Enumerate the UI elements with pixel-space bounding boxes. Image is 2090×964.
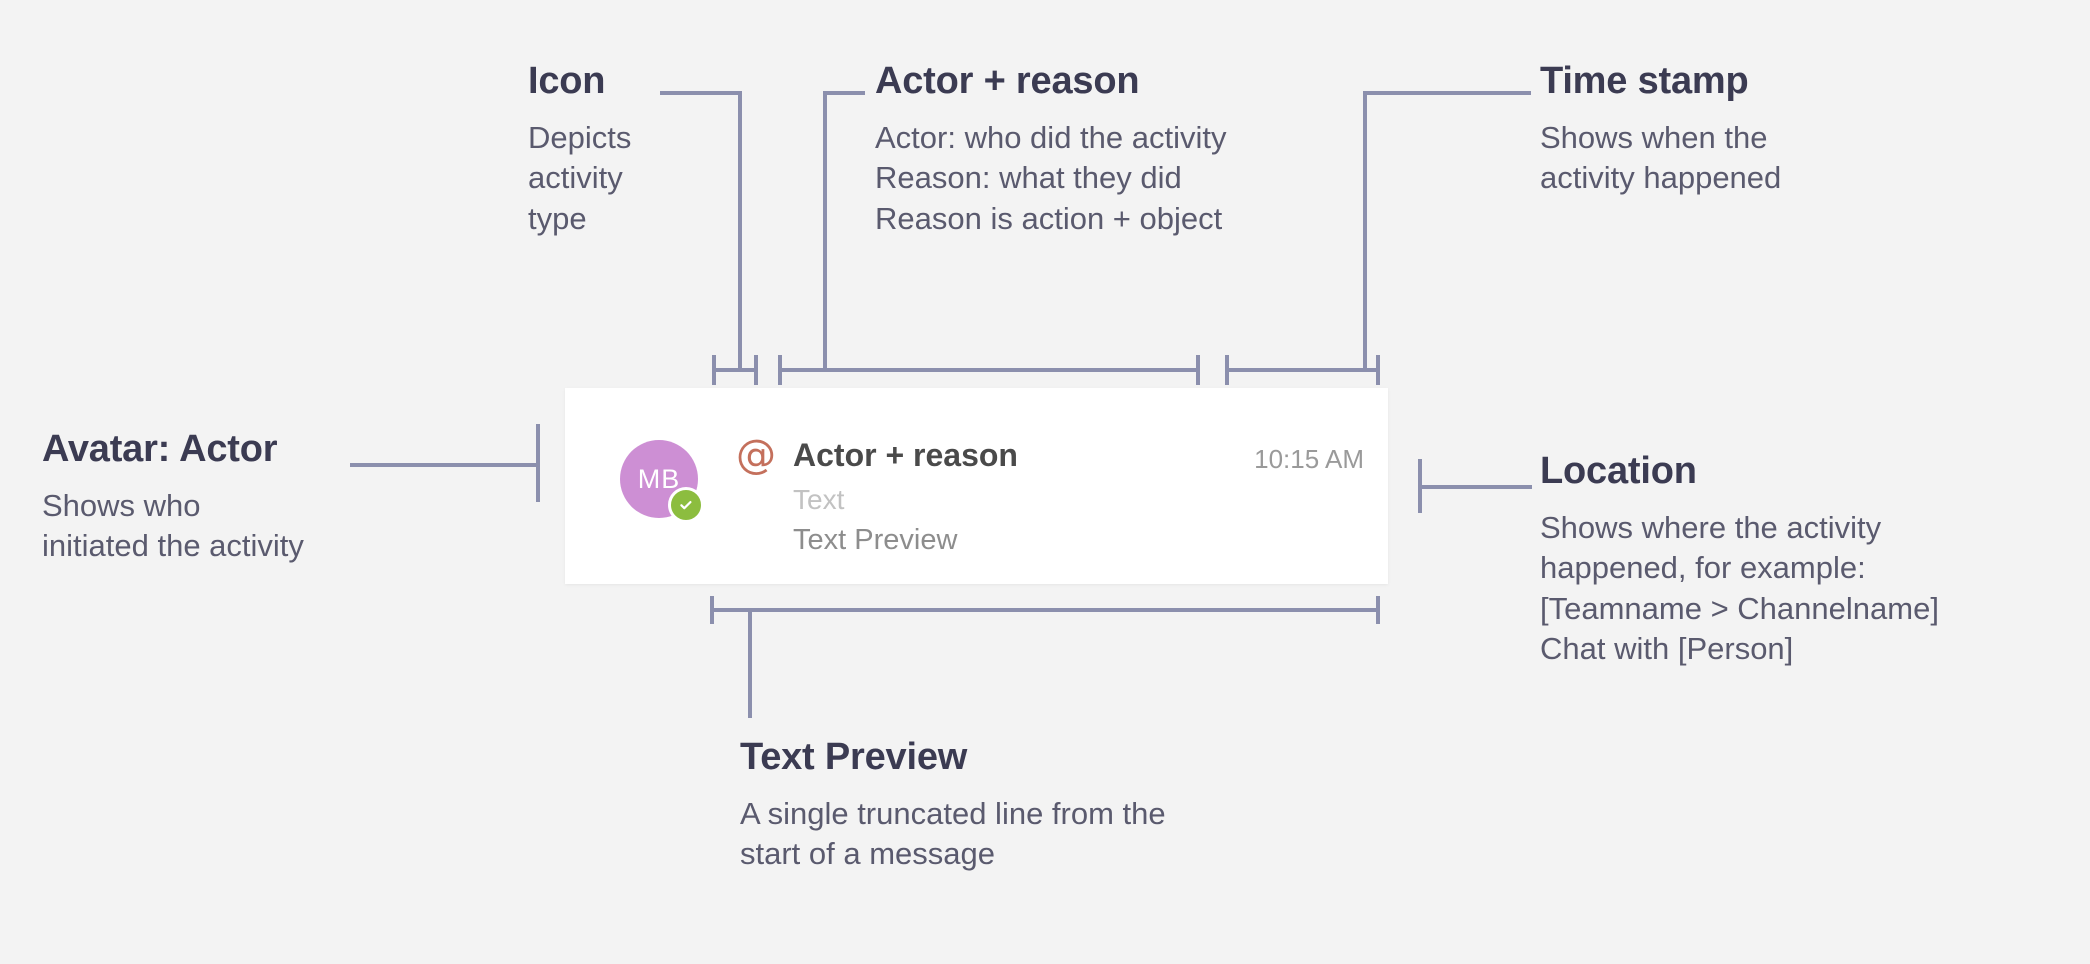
measure-cap-text-preview-right xyxy=(1376,596,1380,624)
annotation-actor-reason-heading: Actor + reason xyxy=(875,60,1140,102)
annotation-time-stamp-body-line: activity happened xyxy=(1540,160,1782,196)
annotation-icon-body-line: Depicts xyxy=(528,120,632,155)
measure-cap-actor-reason-right xyxy=(1196,355,1200,385)
measure-cap-icon-right xyxy=(754,355,758,385)
annotation-icon-heading: Icon xyxy=(528,60,606,102)
activity-feed-item-card[interactable]: MB @ Actor + reason Text Text Preview 10… xyxy=(565,388,1388,584)
annotation-location-body-line: Shows where the activity xyxy=(1540,510,1882,545)
leader-cap-avatar-actor xyxy=(536,424,540,502)
measure-bar-time-stamp xyxy=(1225,368,1380,372)
avatar[interactable]: MB xyxy=(620,440,704,523)
annotation-time-stamp-heading: Time stamp xyxy=(1540,60,1749,102)
leader-line-location xyxy=(1420,485,1532,489)
measure-cap-icon-left xyxy=(712,355,716,385)
presence-available-icon xyxy=(668,487,704,523)
measure-cap-text-preview-left xyxy=(710,596,714,624)
measure-cap-actor-reason-left xyxy=(778,355,782,385)
annotation-icon-body-line: activity xyxy=(528,160,623,196)
activity-location-text: Text xyxy=(793,484,845,515)
activity-actor-reason: Actor + reason xyxy=(793,436,1018,473)
leader-cap-location xyxy=(1418,459,1422,513)
avatar-initials: MB xyxy=(620,440,698,518)
annotation-time-stamp-body: Shows when the activity happened xyxy=(1540,118,1781,199)
annotation-avatar-actor-heading: Avatar: Actor xyxy=(42,428,278,470)
annotation-location-heading: Location xyxy=(1540,450,1697,492)
annotation-actor-reason-body-line: Reason: what they did xyxy=(875,160,1182,196)
annotation-time-stamp-body-line: Shows when the xyxy=(1540,120,1768,155)
annotation-actor-reason-body: Actor: who did the activity Reason: what… xyxy=(875,118,1227,239)
annotation-location-body-line: happened, for example: xyxy=(1540,550,1866,586)
mention-at-icon: @ xyxy=(736,432,776,478)
annotation-location-body-line: Chat with [Person] xyxy=(1540,630,1794,666)
annotation-location-body-line: [Teamname > Channelname] xyxy=(1540,590,1939,626)
annotation-text-preview-body: A single truncated line from the start o… xyxy=(740,794,1166,875)
annotation-location: Location Shows where the activity happen… xyxy=(1540,452,1939,669)
activity-card-content: @ Actor + reason Text Text Preview 10:15… xyxy=(736,432,1364,557)
measure-cap-time-stamp-right xyxy=(1376,355,1380,385)
annotation-icon: Icon Depicts activity type xyxy=(528,62,631,239)
annotation-text-preview-heading: Text Preview xyxy=(740,736,968,778)
annotation-actor-reason-body-line: Reason is action + object xyxy=(875,200,1223,236)
annotation-icon-body-line: type xyxy=(528,200,587,236)
leader-line-icon-vertical xyxy=(738,91,742,370)
annotation-avatar-actor: Avatar: Actor Shows who initiated the ac… xyxy=(42,430,304,567)
annotation-text-preview-body-line: start of a message xyxy=(740,836,996,872)
activity-text-preview: Text Preview xyxy=(793,524,958,556)
annotation-avatar-actor-body-line: initiated the activity xyxy=(42,528,304,564)
leader-line-actor-reason-vertical xyxy=(823,91,827,370)
annotation-text-preview-body-line: A single truncated line from the xyxy=(740,796,1166,831)
annotation-actor-reason-body-line: Actor: who did the activity xyxy=(875,120,1227,155)
measure-cap-time-stamp-left xyxy=(1225,355,1229,385)
measure-bar-actor-reason xyxy=(778,368,1200,372)
annotation-text-preview: Text Preview A single truncated line fro… xyxy=(740,738,1166,875)
annotation-avatar-actor-body-line: Shows who xyxy=(42,488,201,523)
activity-timestamp: 10:15 AM xyxy=(1254,444,1364,474)
annotation-time-stamp: Time stamp Shows when the activity happe… xyxy=(1540,62,1781,199)
measure-bar-text-preview xyxy=(710,608,1380,612)
annotation-icon-body: Depicts activity type xyxy=(528,118,631,239)
leader-line-avatar-actor xyxy=(350,463,540,467)
measure-bar-icon xyxy=(712,368,758,372)
leader-line-time-stamp-horizontal xyxy=(1363,91,1531,95)
annotation-location-body: Shows where the activity happened, for e… xyxy=(1540,508,1939,669)
leader-line-icon-horizontal xyxy=(660,91,742,95)
leader-line-text-preview-vertical xyxy=(748,608,752,718)
activity-card-title-row: @ Actor + reason xyxy=(736,432,1364,478)
annotation-avatar-actor-body: Shows who initiated the activity xyxy=(42,486,304,567)
annotation-actor-reason: Actor + reason Actor: who did the activi… xyxy=(875,62,1227,239)
leader-line-actor-reason-horizontal xyxy=(823,91,865,95)
leader-line-time-stamp-vertical xyxy=(1363,91,1367,370)
